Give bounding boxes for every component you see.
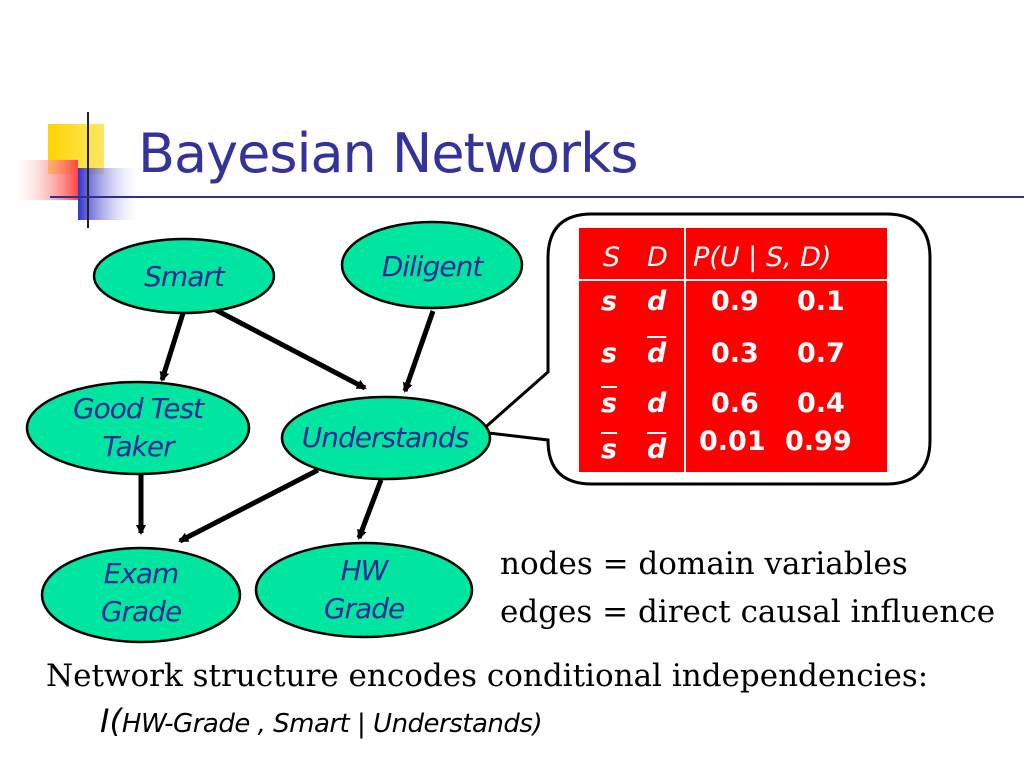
cpt-cell-value: 0.6: [711, 388, 759, 419]
title-underline: [50, 196, 1024, 198]
cpt-row: s d 0.9 0.1: [579, 286, 887, 336]
edge-smart-to-understands: [210, 305, 367, 391]
edge-understands-to-hw-grade: [356, 479, 384, 540]
cpt-header-d: D: [647, 242, 668, 273]
cpt-cell-d-negated: d: [647, 338, 667, 369]
cpt-cell-d: d: [647, 286, 667, 317]
footer-statement: Network structure encodes conditional in…: [46, 658, 929, 694]
cpt-grid-lines: [579, 228, 887, 472]
cpt-cell-value: 0.01: [699, 426, 766, 457]
cpt-cell-value: 0.4: [797, 388, 845, 419]
node-label-diligent: Diligent: [381, 250, 484, 283]
node-hw-grade: [254, 541, 474, 639]
node-smart: [92, 237, 276, 315]
independence-statement: I(HW-Grade , Smart | Understands): [100, 702, 543, 740]
cpt-table: S D P(U | S, D) s d 0.9 0.1 s d 0.3 0.7 …: [579, 228, 887, 472]
independence-prefix: I(: [100, 702, 122, 740]
red-square: [14, 160, 78, 200]
node-diligent: [340, 220, 524, 310]
node-understands: [280, 395, 492, 481]
edge-diligent-to-understands: [402, 310, 436, 393]
cpt-row: s d 0.3 0.7: [579, 338, 887, 388]
cpt-cell-value: 0.3: [711, 338, 759, 369]
node-label-good-test-taker: Good Test Taker: [72, 392, 204, 463]
node-label-understands: Understands: [301, 421, 470, 454]
cpt-row: s d 0.01 0.99: [579, 426, 887, 484]
cpt-cell-d-negated: d: [647, 434, 667, 465]
edge-understands-to-exam-grade: [178, 467, 320, 544]
legend-nodes: nodes = domain variables: [500, 546, 908, 582]
node-good-test-taker: [25, 380, 251, 476]
cpt-cell-s: s: [601, 338, 618, 369]
cpt-header-row: S D P(U | S, D): [579, 242, 887, 292]
legend-edges: edges = direct causal influence: [500, 594, 996, 630]
node-label-hw-grade: HW Grade: [323, 554, 405, 625]
slide-title: Bayesian Networks: [138, 122, 639, 185]
cpt-cell-d: d: [647, 388, 667, 419]
cpt-cell-value: 0.1: [797, 286, 845, 317]
title-decoration: [14, 112, 138, 228]
cpt-cell-value: 0.99: [785, 426, 852, 457]
node-label-smart: Smart: [144, 260, 225, 293]
cpt-cell-s-negated: s: [601, 388, 618, 419]
cpt-cell-value: 0.9: [711, 286, 759, 317]
cpt-header-s: S: [603, 242, 621, 273]
independence-body: HW-Grade , Smart | Understands): [121, 709, 543, 739]
cpt-cell-s: s: [601, 286, 618, 317]
cpt-header-p: P(U | S, D): [693, 242, 832, 273]
cpt-cell-value: 0.7: [797, 338, 845, 369]
node-label-exam-grade: Exam Grade: [100, 557, 182, 628]
node-exam-grade: [40, 546, 242, 644]
cpt-row: s d 0.6 0.4: [579, 388, 887, 438]
cpt-cell-s-negated: s: [601, 434, 618, 465]
edge-smart-to-good-test-taker: [159, 309, 187, 382]
